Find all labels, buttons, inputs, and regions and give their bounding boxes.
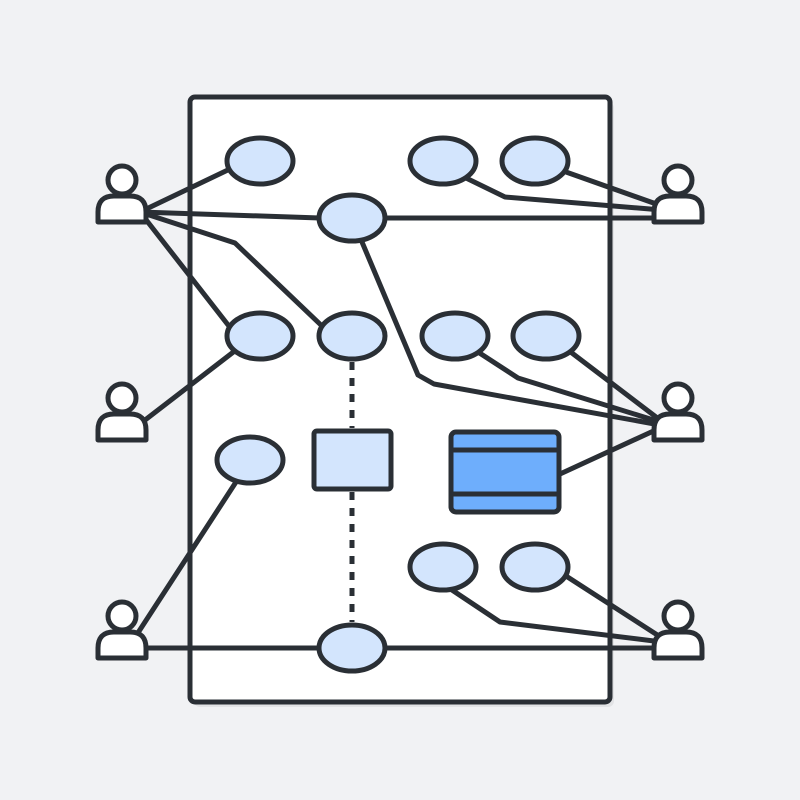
use-case[interactable] <box>510 310 582 362</box>
use-case[interactable] <box>419 310 491 362</box>
use-case[interactable] <box>214 434 286 486</box>
use-case[interactable] <box>407 135 479 187</box>
table-body <box>448 429 562 515</box>
assoc-right2-uc-top-center <box>359 239 663 428</box>
actor-body-icon <box>95 411 149 443</box>
actor-head-icon <box>661 599 695 633</box>
actor-head-icon <box>105 381 139 415</box>
actor-right-1[interactable] <box>651 163 705 225</box>
assoc-left1-uc-mid-center <box>137 209 325 329</box>
assoc-right2-uc-mid4 <box>565 347 663 423</box>
actor-body-icon <box>651 193 705 225</box>
actor-body-icon <box>651 411 705 443</box>
assoc-left2-uc-mid-left <box>133 347 239 430</box>
use-case[interactable] <box>224 310 296 362</box>
use-case[interactable] <box>224 135 296 187</box>
use-case[interactable] <box>316 622 388 674</box>
use-case[interactable] <box>316 310 388 362</box>
actor-body-icon <box>651 629 705 661</box>
associations <box>129 165 665 651</box>
assoc-left1-uc-mid-left <box>137 209 235 333</box>
system-boundary[interactable] <box>187 94 613 705</box>
use-cases <box>214 135 582 674</box>
actor-head-icon <box>105 599 139 633</box>
actor-left-1[interactable] <box>95 163 149 225</box>
table-component[interactable] <box>448 429 562 515</box>
actor-left-3[interactable] <box>95 599 149 661</box>
assoc-right3-uc-low4 <box>563 573 665 641</box>
actor-body-icon <box>95 629 149 661</box>
actor-right-3[interactable] <box>651 599 705 661</box>
actor-head-icon <box>661 381 695 415</box>
use-case[interactable] <box>499 135 571 187</box>
actor-right-2[interactable] <box>651 381 705 443</box>
assoc-right2-uc-mid3 <box>475 349 663 425</box>
actor-left-2[interactable] <box>95 381 149 443</box>
use-case[interactable] <box>316 192 388 244</box>
actor-head-icon <box>661 163 695 197</box>
assoc-right3-uc-low3 <box>449 587 665 645</box>
assoc-right1-uc3 <box>563 169 665 209</box>
assoc-left1-uc-top-center <box>137 209 323 221</box>
assoc-right1-uc2 <box>463 175 665 213</box>
actor-body-icon <box>95 193 149 225</box>
assoc-left1-uc1 <box>137 165 235 215</box>
actor-head-icon <box>105 163 139 197</box>
use-case[interactable] <box>407 541 479 593</box>
assoc-left3-uc-low-left <box>129 479 239 645</box>
entity-box[interactable] <box>311 428 394 492</box>
assoc-right2-table <box>557 425 663 477</box>
use-case[interactable] <box>499 541 571 593</box>
